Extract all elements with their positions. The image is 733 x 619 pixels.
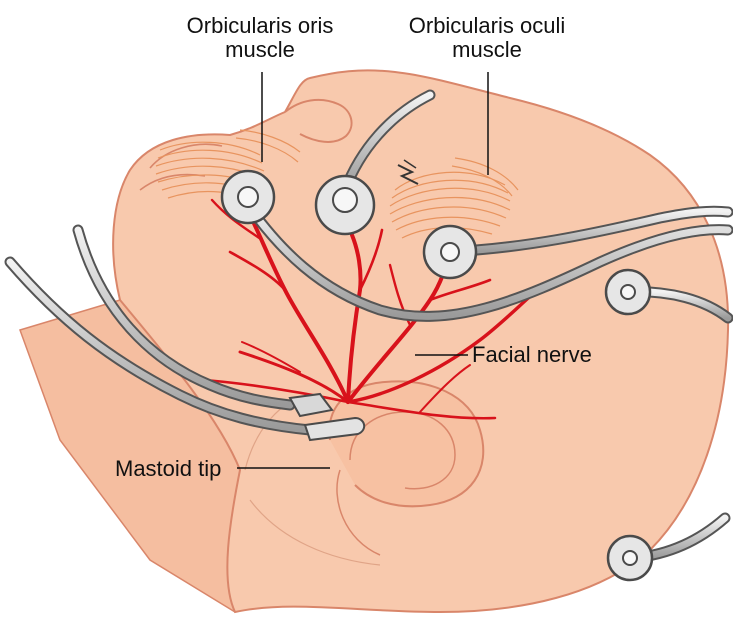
electrode-oculi	[424, 226, 476, 278]
orbicularis-oris-label-line2: muscle	[170, 38, 350, 62]
orbicularis-oculi-label: Orbicularis oculi muscle	[392, 14, 582, 62]
facial-nerve-label: Facial nerve	[472, 343, 592, 367]
mastoid-tip-label: Mastoid tip	[115, 457, 221, 481]
electrode-nasal	[316, 176, 374, 234]
electrode-oris	[222, 171, 274, 223]
electrode-forehead	[606, 270, 650, 314]
electrode-scalp	[608, 536, 652, 580]
orbicularis-oculi-label-line1: Orbicularis oculi	[392, 14, 582, 38]
orbicularis-oris-label: Orbicularis oris muscle	[170, 14, 350, 62]
orbicularis-oris-label-line1: Orbicularis oris	[170, 14, 350, 38]
orbicularis-oculi-label-line2: muscle	[392, 38, 582, 62]
